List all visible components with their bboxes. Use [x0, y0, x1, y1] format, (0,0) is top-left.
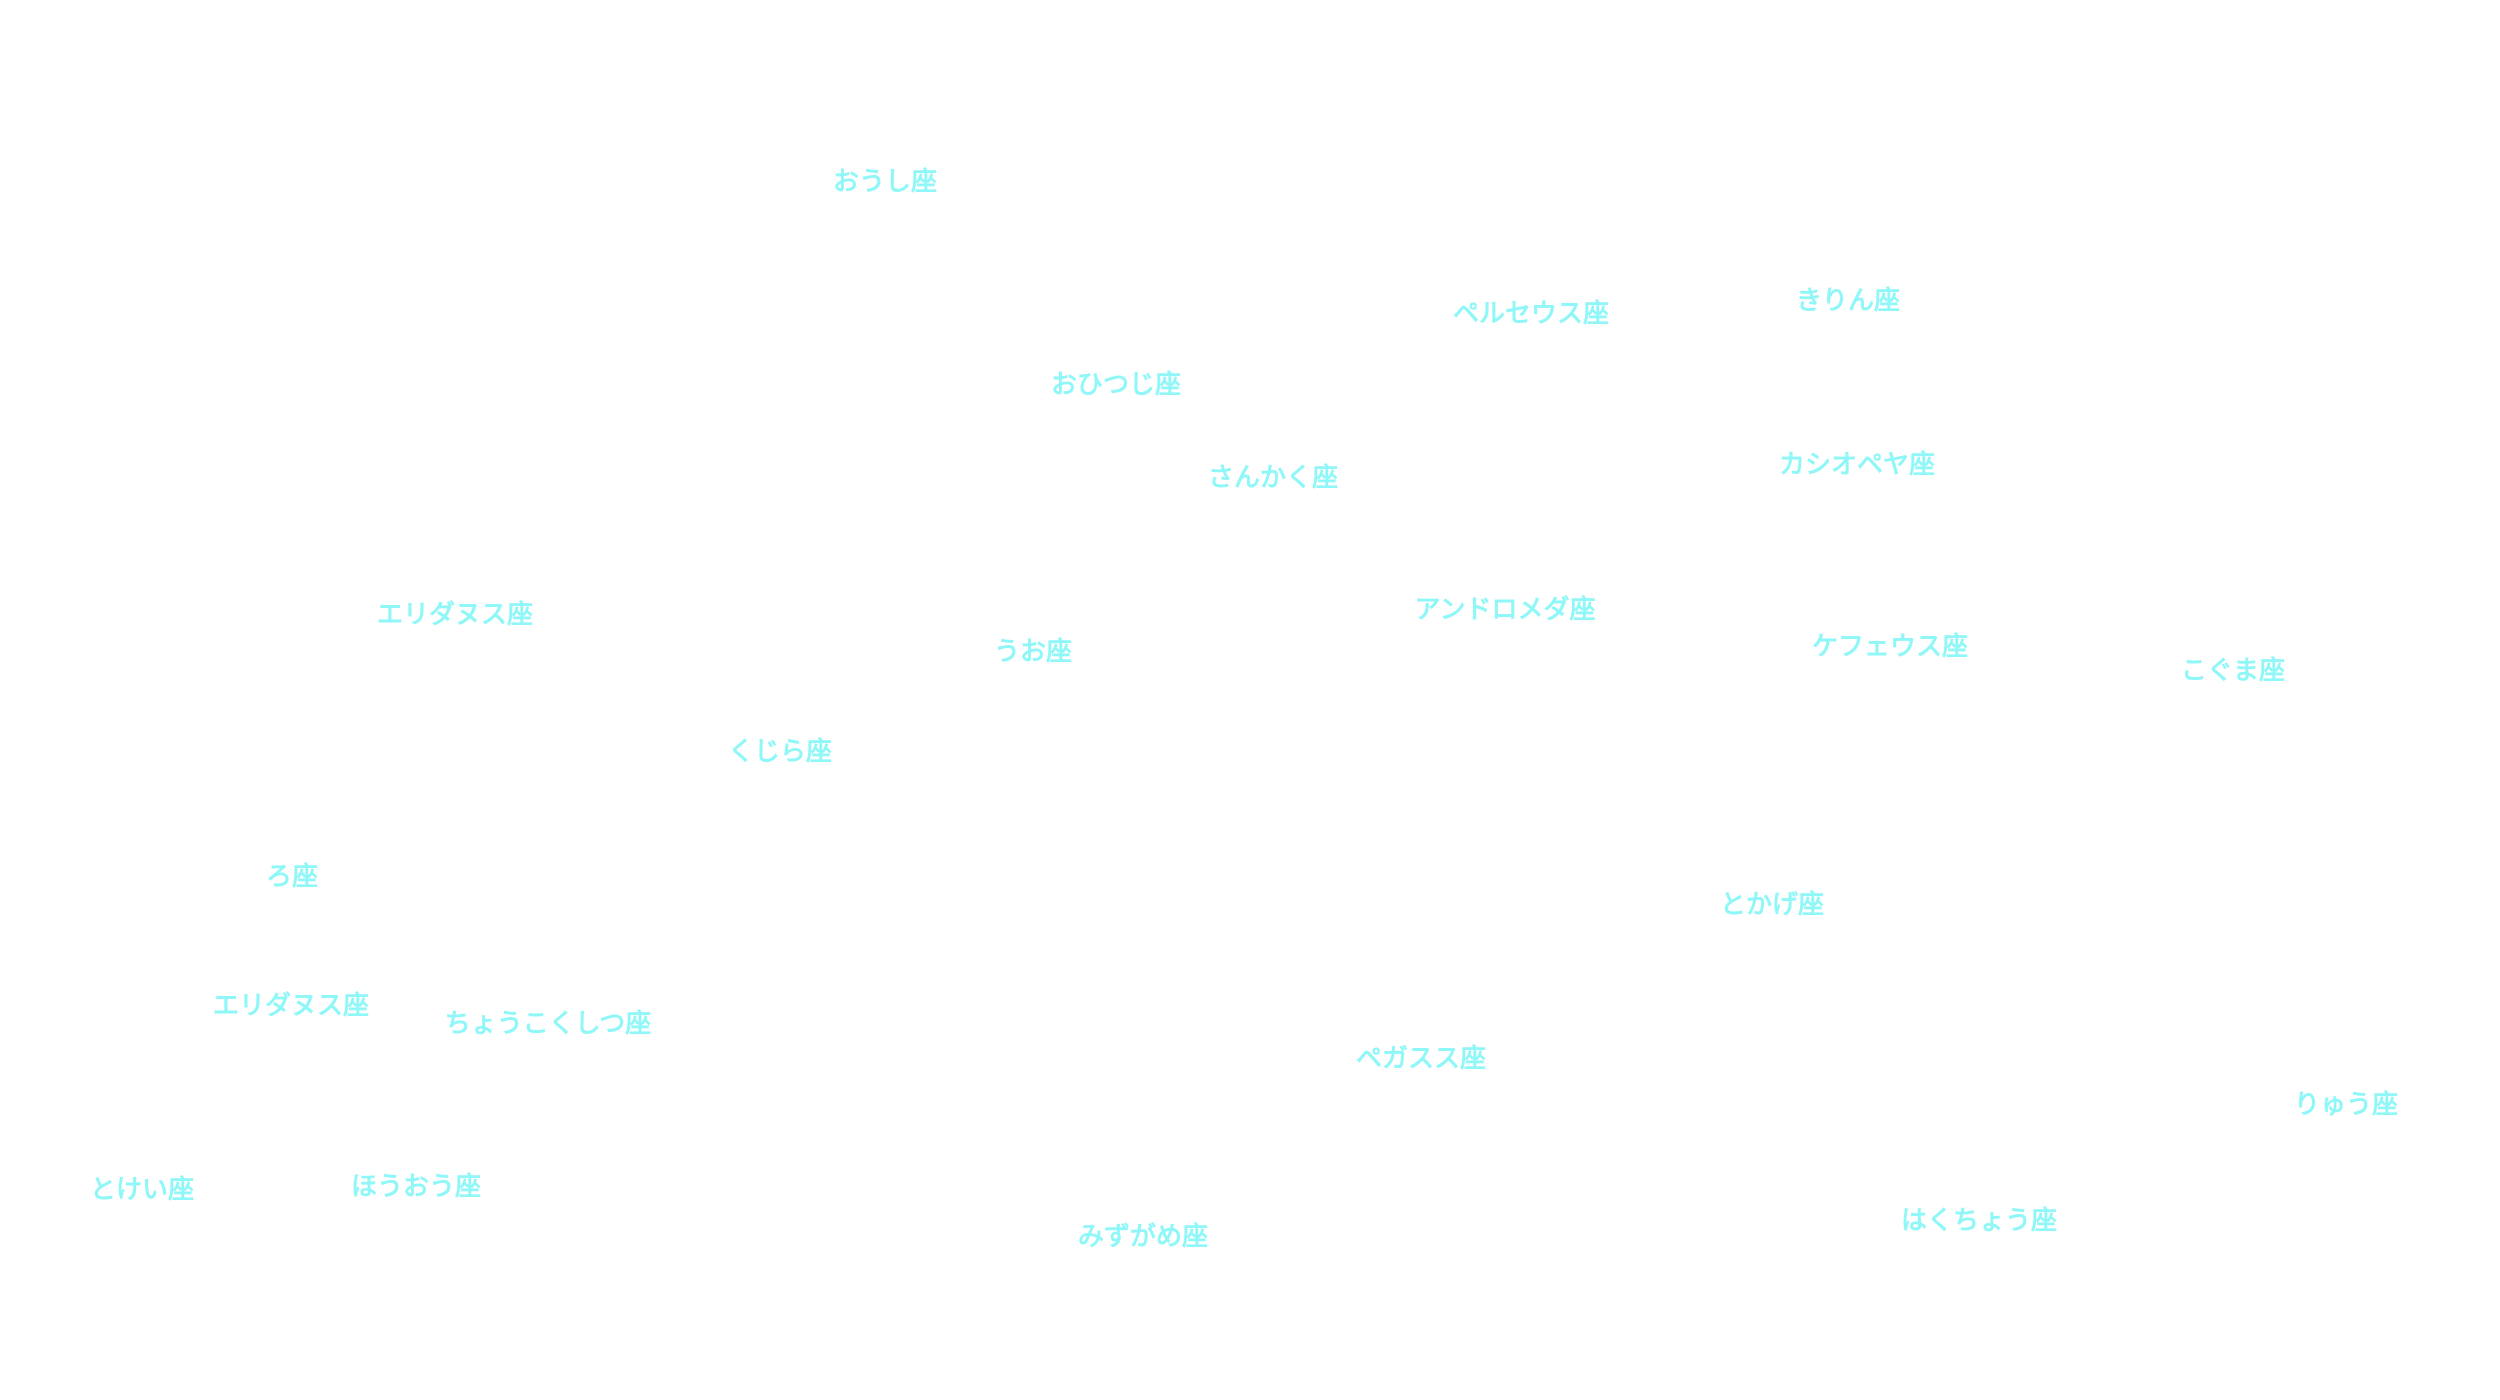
constellation-label-cetus: くじら座: [727, 737, 833, 767]
constellation-label-camelopardalis: きりん座: [1795, 286, 1901, 316]
constellation-label-aries: おひつじ座: [1050, 370, 1182, 400]
constellation-label-eridanus-lower: エリダヌス座: [212, 991, 370, 1021]
constellation-label-horologium: とけい座: [89, 1175, 195, 1205]
constellation-label-ursa-minor: こぐま座: [2180, 656, 2286, 686]
constellation-label-pisces: うお座: [993, 637, 1073, 667]
constellation-label-cassiopeia: カシオペヤ座: [1778, 450, 1936, 480]
constellation-label-cygnus: はくちょう座: [1900, 1206, 2058, 1236]
constellation-label-phoenix: ほうおう座: [350, 1172, 482, 1202]
constellation-label-aquarius: みずがめ座: [1077, 1222, 1209, 1252]
constellation-label-taurus: おうし座: [832, 167, 938, 197]
constellation-label-eridanus-upper: エリダヌス座: [376, 600, 534, 630]
constellation-label-andromeda: アンドロメダ座: [1414, 595, 1596, 625]
constellation-label-pegasus: ペガスス座: [1355, 1044, 1487, 1074]
constellation-label-lacerta: とかげ座: [1719, 890, 1825, 920]
constellation-label-triangulum: さんかく座: [1207, 463, 1339, 493]
constellation-label-cepheus: ケフェウス座: [1811, 632, 1969, 662]
constellation-label-draco: りゅう座: [2293, 1090, 2399, 1120]
constellation-label-sculptor: ちょうこくしつ座: [444, 1009, 652, 1039]
constellation-label-perseus: ペルセウス座: [1452, 299, 1610, 329]
constellation-label-fornax: ろ座: [265, 862, 319, 892]
